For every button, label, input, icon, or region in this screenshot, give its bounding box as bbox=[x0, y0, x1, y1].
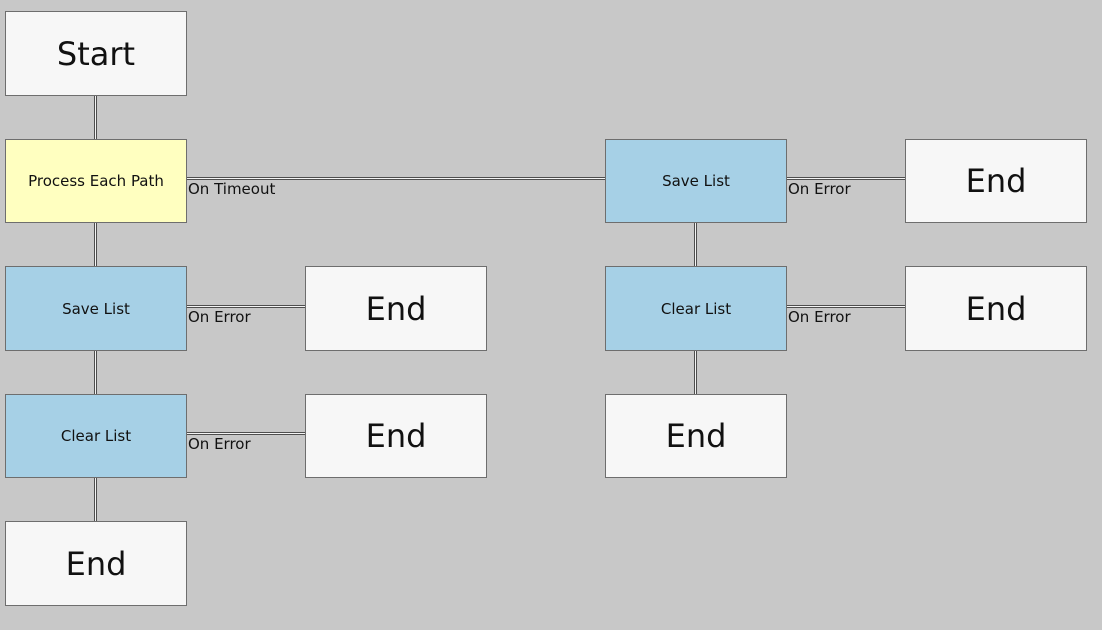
timeout-clear-list-node[interactable]: Clear List bbox=[605, 266, 787, 351]
connector-right-clear-to-end bbox=[694, 350, 697, 395]
save-list-on-error-label: On Error bbox=[188, 308, 251, 326]
clear-list-node[interactable]: Clear List bbox=[5, 394, 187, 478]
connector-right-save-error bbox=[786, 177, 906, 180]
on-timeout-label: On Timeout bbox=[188, 180, 276, 198]
timeout-save-list-on-error-label: On Error bbox=[788, 180, 851, 198]
connector-start-to-process bbox=[94, 95, 97, 140]
timeout-end-node[interactable]: End bbox=[605, 394, 787, 478]
timeout-save-list-error-end-node[interactable]: End bbox=[905, 139, 1087, 223]
clear-list-on-error-label: On Error bbox=[188, 435, 251, 453]
save-list-node[interactable]: Save List bbox=[5, 266, 187, 351]
timeout-clear-list-error-end-node[interactable]: End bbox=[905, 266, 1087, 351]
connector-process-to-save bbox=[94, 222, 97, 267]
timeout-clear-list-on-error-label: On Error bbox=[788, 308, 851, 326]
process-each-path-node[interactable]: Process Each Path bbox=[5, 139, 187, 223]
connector-right-save-to-clear bbox=[694, 222, 697, 267]
save-list-error-end-node[interactable]: End bbox=[305, 266, 487, 351]
timeout-save-list-node[interactable]: Save List bbox=[605, 139, 787, 223]
connector-on-timeout bbox=[186, 177, 606, 180]
connector-clear-to-end bbox=[94, 477, 97, 522]
start-node[interactable]: Start bbox=[5, 11, 187, 96]
end-node[interactable]: End bbox=[5, 521, 187, 606]
connector-save-to-clear bbox=[94, 350, 97, 395]
clear-list-error-end-node[interactable]: End bbox=[305, 394, 487, 478]
connector-left-clear-error bbox=[186, 432, 306, 435]
connector-left-save-error bbox=[186, 305, 306, 308]
connector-right-clear-error bbox=[786, 305, 906, 308]
